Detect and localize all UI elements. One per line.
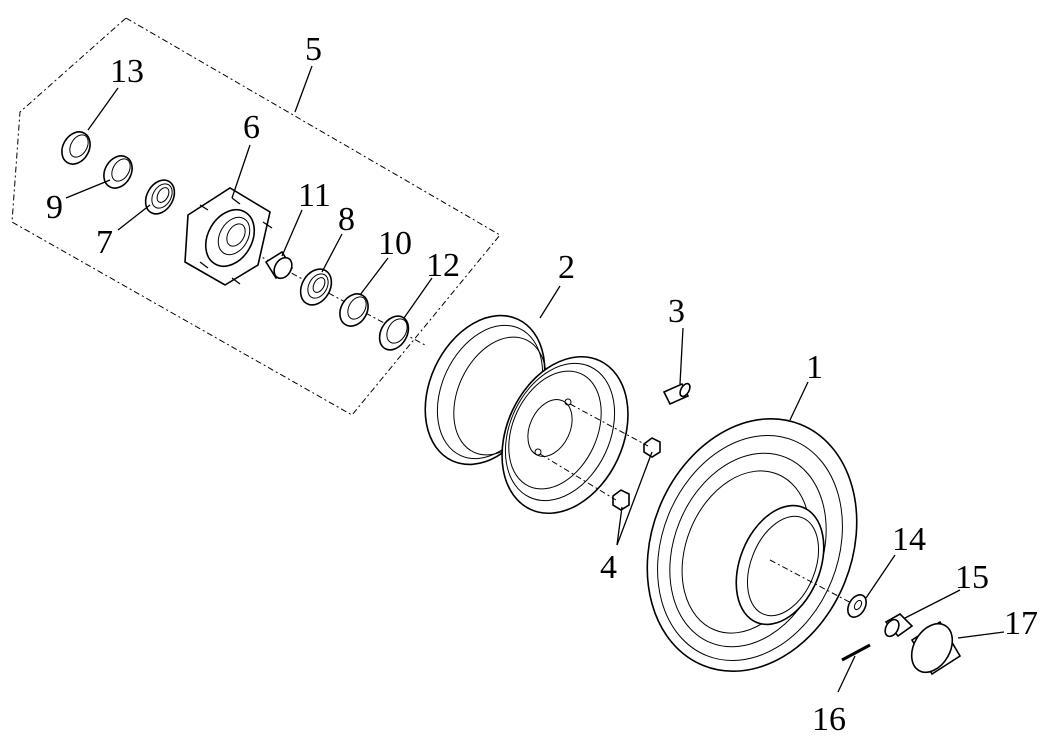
dust-cap-ring-part xyxy=(378,315,410,351)
label-hub-assembly: 5 xyxy=(305,31,322,68)
label-washer: 14 xyxy=(892,521,926,558)
washer-part xyxy=(847,594,867,618)
hub-assembly-boundary xyxy=(11,17,501,416)
label-seal-outer: 10 xyxy=(378,225,412,262)
leader-lines xyxy=(65,65,1005,693)
label-seal-inner: 9 xyxy=(46,189,63,226)
label-castle-nut: 15 xyxy=(955,559,989,596)
spacer-part xyxy=(264,250,294,280)
label-dust-cap-ring: 12 xyxy=(426,247,460,284)
hub-part xyxy=(184,187,273,286)
valve-part xyxy=(662,382,691,406)
label-tire: 1 xyxy=(806,349,823,386)
lug-nut-part xyxy=(539,403,661,511)
cotter-pin-part xyxy=(841,643,871,662)
bearing-inner-part xyxy=(144,179,176,215)
label-cotter-pin: 16 xyxy=(812,701,846,738)
ring-inner-part xyxy=(61,131,91,165)
seal-inner-part xyxy=(103,155,133,189)
bearing-outer-part xyxy=(299,268,333,306)
label-hub: 6 xyxy=(243,109,260,146)
label-bearing-outer: 8 xyxy=(338,201,355,238)
label-bearing-inner: 7 xyxy=(96,224,113,261)
tire-part xyxy=(646,417,858,673)
label-ring-inner: 13 xyxy=(110,53,144,90)
castle-nut-part xyxy=(884,613,914,638)
label-hub-cap: 17 xyxy=(1004,605,1038,642)
label-rim: 2 xyxy=(558,249,575,286)
label-lug-nut: 4 xyxy=(600,549,617,586)
label-spacer: 11 xyxy=(298,177,331,214)
hub-cap-part xyxy=(910,620,962,676)
label-valve: 3 xyxy=(668,293,685,330)
rim-part xyxy=(424,314,629,515)
seal-outer-part xyxy=(339,293,369,327)
